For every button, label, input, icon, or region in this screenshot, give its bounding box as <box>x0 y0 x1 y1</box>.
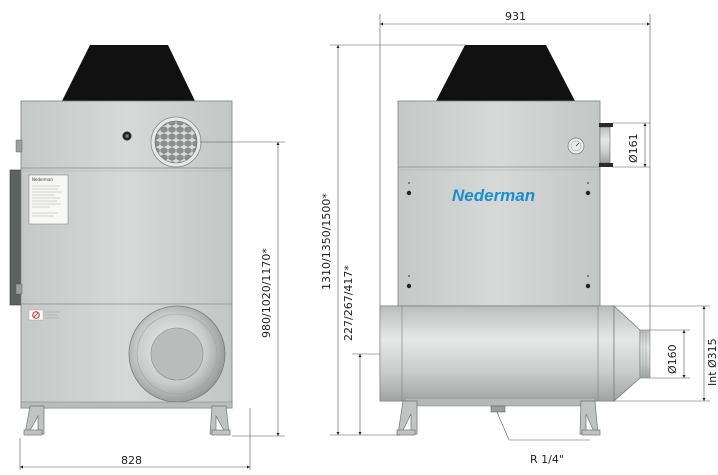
front-data-plate <box>28 174 69 225</box>
front-dimensions <box>19 141 285 470</box>
front-legs <box>23 405 231 436</box>
side-housing <box>397 100 601 307</box>
dim-total-height: 1310/1350/1500* <box>320 193 333 290</box>
dim-total-width: 931 <box>505 10 526 23</box>
front-warning-sticker <box>28 309 60 321</box>
side-view: Nederman <box>379 45 651 436</box>
dim-inlet-outer-diameter: Int Ø315 <box>706 338 718 386</box>
dim-front-width: 828 <box>121 454 142 467</box>
front-view: Nederman <box>9 45 233 436</box>
dim-outlet-diameter: Ø161 <box>627 133 640 163</box>
side-outlet-pipe <box>599 123 613 167</box>
data-plate-brand: Nederman <box>32 177 53 182</box>
side-inlet-assembly <box>379 305 651 402</box>
side-legs <box>396 400 601 436</box>
side-pressure-gauge <box>567 137 585 155</box>
front-fan-hood <box>62 45 195 101</box>
brand-logo-text: Nederman <box>452 186 535 205</box>
side-dimensions <box>330 14 710 441</box>
side-fan-hood <box>436 45 575 101</box>
dim-inlet-inner-diameter: Ø160 <box>666 344 679 374</box>
dim-drain-thread: R 1/4" <box>530 453 564 466</box>
dim-inlet-height: 227/267/417* <box>342 265 355 341</box>
side-panel-bolts <box>406 182 591 289</box>
dim-front-height: 980/1020/1170* <box>260 248 273 338</box>
side-drain <box>490 405 506 413</box>
